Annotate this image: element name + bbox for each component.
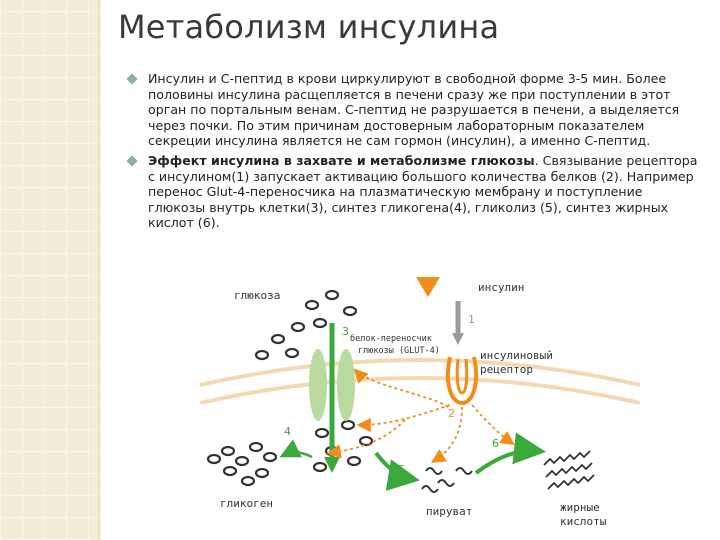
cell-membrane-inner (200, 376, 640, 405)
glut4-transporter (309, 323, 355, 473)
step-number-5: 5 (398, 463, 405, 476)
pyruvate-molecules (421, 467, 473, 493)
bullet-1-text: Инсулин и С-пептид в крови циркулируют в… (148, 71, 680, 149)
insulin-triangle-icon (416, 277, 440, 297)
glucose-molecules-inside (312, 419, 374, 473)
step-number-6: 6 (492, 437, 499, 450)
step-number-3: 3 (342, 325, 349, 338)
glycogen-chain (206, 441, 278, 487)
fatty-acid-arrow (474, 432, 546, 475)
bullet-2-text: . Связывание рецептора с инсулином(1) за… (148, 152, 698, 231)
label-receptor-1: инсулиновый (480, 349, 553, 362)
signaling-arrows (326, 368, 515, 463)
glycolysis-arrow (374, 451, 420, 491)
bullet-item-2: Эффект инсулина в захвате и метаболизме … (126, 153, 698, 231)
bullet-diamond-icon (126, 73, 138, 85)
glycogen-arrow (279, 439, 313, 459)
label-insulin: инсулин (478, 281, 524, 294)
slide-title: Метаболизм инсулина (118, 8, 500, 46)
insulin-receptor-group (416, 277, 479, 406)
bullet-diamond-icon (126, 155, 138, 167)
label-glycogen: гликоген (220, 497, 273, 510)
label-transporter-2: глюкозы (GLUT-4) (358, 346, 440, 356)
insulin-glucose-diagram: глюкоза инсулин белок-переносчик глюкозы… (200, 277, 640, 528)
cell-membrane-outer (200, 358, 640, 387)
label-receptor-2: рецептор (480, 363, 533, 376)
label-fatty-1: жирные (560, 501, 600, 514)
bullet-2-bold: Эффект инсулина в захвате и метаболизме … (148, 152, 535, 168)
fatty-acid-chains (543, 450, 595, 490)
label-glucose: глюкоза (234, 289, 280, 302)
step-number-1: 1 (468, 313, 475, 326)
sidebar-divider (98, 0, 102, 540)
label-pyruvate: пируват (426, 505, 472, 518)
label-transporter-1: белок-переносчик (350, 333, 432, 344)
step-number-2: 2 (448, 407, 455, 420)
decorative-sidebar (0, 0, 98, 540)
bullet-item-1: Инсулин и С-пептид в крови циркулируют в… (126, 71, 698, 149)
label-fatty-2: кислоты (560, 515, 607, 528)
step-number-4: 4 (284, 425, 291, 438)
glucose-molecules-outside (254, 289, 358, 361)
slide-body: Инсулин и С-пептид в крови циркулируют в… (126, 71, 698, 235)
insulin-receptor-shape (445, 356, 479, 406)
